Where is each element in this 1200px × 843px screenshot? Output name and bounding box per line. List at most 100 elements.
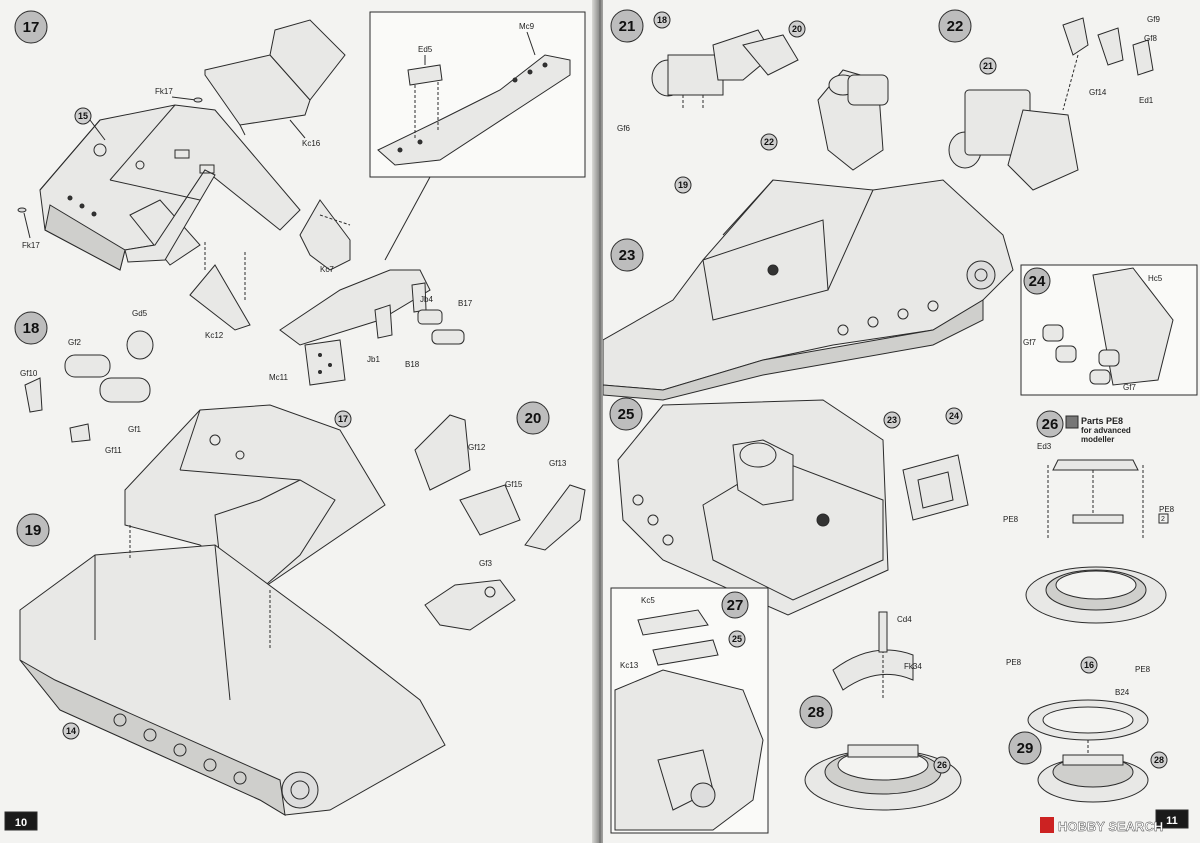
callout-16: 16	[1080, 656, 1098, 674]
svg-text:11: 11	[1166, 815, 1178, 827]
svg-text:Gd5: Gd5	[132, 309, 148, 318]
assembly-22-detail	[817, 69, 889, 171]
svg-text:29: 29	[1017, 740, 1034, 757]
svg-text:PE8: PE8	[1159, 505, 1175, 514]
svg-text:Gf10: Gf10	[20, 369, 38, 378]
svg-text:19: 19	[678, 180, 688, 190]
callout-23: 23	[883, 411, 901, 429]
part-jb-mc11	[279, 269, 465, 386]
svg-text:25: 25	[618, 406, 635, 423]
svg-text:Kc7: Kc7	[320, 265, 334, 274]
svg-text:Gf7: Gf7	[1123, 383, 1136, 392]
svg-text:24: 24	[949, 411, 959, 421]
svg-text:20: 20	[792, 24, 802, 34]
svg-text:Gf14: Gf14	[1089, 88, 1107, 97]
callout-26: 26	[933, 756, 951, 774]
svg-text:23: 23	[619, 247, 636, 264]
inset-step27	[610, 587, 769, 834]
svg-text:Gf2: Gf2	[68, 338, 81, 347]
ring-step29	[1027, 699, 1149, 803]
svg-text:PE8: PE8	[1135, 665, 1151, 674]
svg-text:Gf15: Gf15	[505, 480, 523, 489]
svg-text:B17: B17	[458, 299, 473, 308]
right-page-artwork: 21 18 20 Gf6 22 22	[603, 9, 1198, 834]
svg-text:Fk17: Fk17	[22, 241, 40, 250]
superstructure-step17	[39, 104, 301, 271]
svg-text:Ed5: Ed5	[418, 45, 433, 54]
svg-text:23: 23	[887, 415, 897, 425]
svg-text:Mc11: Mc11	[269, 373, 289, 382]
svg-text:Fk34: Fk34	[904, 662, 922, 671]
step-21-marker: 21	[610, 9, 644, 43]
svg-text:16: 16	[1084, 660, 1094, 670]
svg-text:21: 21	[983, 61, 993, 71]
step-25-marker: 25	[609, 397, 643, 431]
part-kc7	[299, 199, 351, 271]
svg-text:Gf12: Gf12	[468, 443, 486, 452]
step-28-marker: 28	[799, 695, 833, 729]
svg-text:Cd4: Cd4	[897, 615, 912, 624]
svg-text:HOBBY SEARCH: HOBBY SEARCH	[1058, 819, 1163, 834]
svg-text:17: 17	[338, 414, 348, 424]
step-19-marker: 19	[16, 513, 50, 547]
callout-28: 28	[1150, 751, 1168, 769]
svg-text:21: 21	[619, 18, 636, 35]
inset-step24	[1020, 264, 1198, 396]
svg-text:Parts PE8: Parts PE8	[1081, 416, 1123, 426]
svg-text:Kc16: Kc16	[302, 139, 321, 148]
callout-17: 17	[334, 410, 352, 428]
callout-24: 24	[945, 407, 963, 425]
assembly-step21	[651, 29, 799, 108]
step-20-marker: 20	[516, 401, 550, 435]
left-page: 17 15 Fk17 Fk17 Kc16 Kc7	[0, 0, 597, 843]
step-17-marker: 17	[14, 10, 48, 44]
assembly-step22	[948, 17, 1154, 191]
svg-text:Jb1: Jb1	[367, 355, 380, 364]
step-24-marker: 24	[1023, 267, 1051, 295]
svg-text:25: 25	[732, 634, 742, 644]
svg-text:14: 14	[66, 726, 76, 736]
hull-step25	[617, 399, 889, 616]
svg-text:PE8: PE8	[1006, 658, 1022, 667]
svg-text:PE8: PE8	[1003, 515, 1019, 524]
svg-text:Kc13: Kc13	[620, 661, 639, 670]
svg-text:28: 28	[1154, 755, 1164, 765]
svg-text:18: 18	[23, 320, 40, 337]
svg-text:Fk17: Fk17	[155, 87, 173, 96]
svg-text:Gf1: Gf1	[128, 425, 141, 434]
svg-text:B18: B18	[405, 360, 420, 369]
hobby-search-watermark: HOBBY SEARCH	[1040, 817, 1163, 834]
hull-step19	[19, 525, 446, 816]
svg-text:Hc5: Hc5	[1148, 274, 1163, 283]
svg-text:Gf7: Gf7	[1023, 338, 1036, 347]
svg-text:Kc5: Kc5	[641, 596, 655, 605]
inset-mc9	[369, 11, 586, 178]
ring-step28	[804, 611, 962, 811]
step-27-marker: 27	[721, 591, 749, 619]
callout-21: 21	[979, 57, 997, 75]
svg-text:20: 20	[525, 410, 542, 427]
hull-step23	[603, 179, 1014, 401]
svg-text:Ed1: Ed1	[1139, 96, 1154, 105]
svg-text:15: 15	[78, 111, 88, 121]
svg-text:26: 26	[937, 760, 947, 770]
callout-18: 18	[653, 11, 671, 29]
step-22-marker: 22	[938, 9, 972, 43]
callout-25: 25	[728, 630, 746, 648]
callout-14: 14	[62, 722, 80, 740]
svg-text:B24: B24	[1115, 688, 1130, 697]
svg-text:27: 27	[727, 597, 744, 614]
svg-text:Mc9: Mc9	[519, 22, 535, 31]
svg-text:22: 22	[947, 18, 964, 35]
pe-note: Parts PE8 for advanced modeller	[1065, 415, 1131, 444]
svg-text:Ed3: Ed3	[1037, 442, 1052, 451]
step-26-marker: 26	[1036, 410, 1064, 438]
svg-text:Gf13: Gf13	[549, 459, 567, 468]
svg-text:17: 17	[23, 19, 40, 36]
callout-22: 22	[760, 133, 778, 151]
step-29-marker: 29	[1008, 731, 1042, 765]
left-page-artwork: 17 15 Fk17 Fk17 Kc16 Kc7	[4, 10, 586, 831]
svg-text:2: 2	[1161, 516, 1165, 523]
svg-text:19: 19	[25, 522, 42, 539]
svg-text:10: 10	[15, 817, 27, 829]
